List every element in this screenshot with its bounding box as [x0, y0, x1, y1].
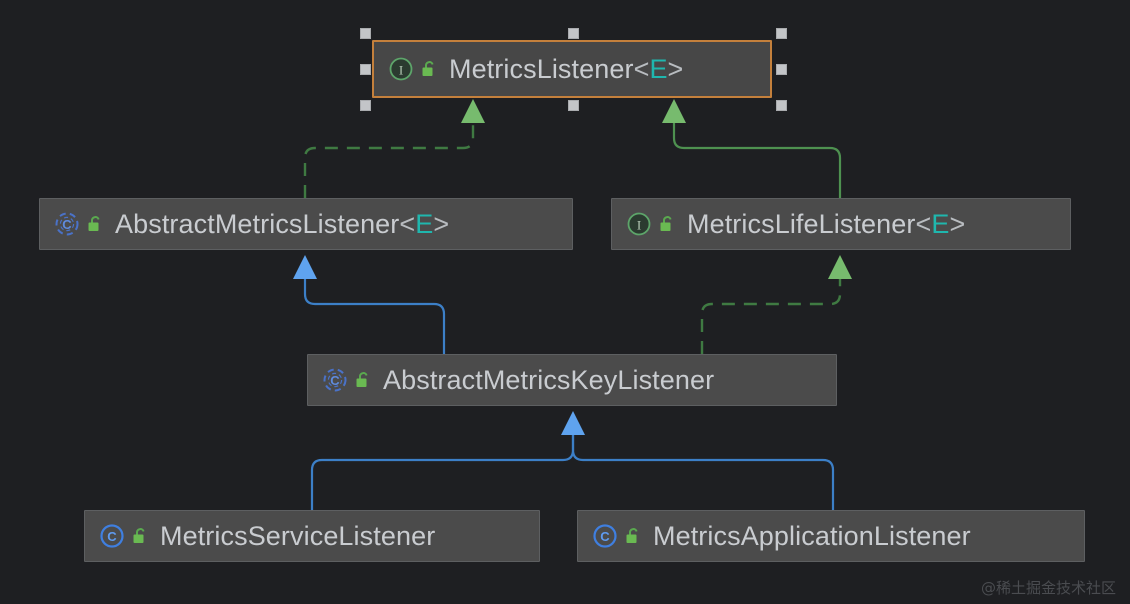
- uml-node-label: AbstractMetricsKeyListener: [383, 364, 715, 395]
- uml-node-abstract-metrics-key-listener[interactable]: C AbstractMetricsKeyListener: [307, 354, 837, 406]
- uml-node-metrics-service-listener[interactable]: C MetricsServiceListener: [84, 510, 540, 562]
- uml-node-abstract-metrics-listener[interactable]: C AbstractMetricsListener<E>: [39, 198, 573, 250]
- uml-node-label: MetricsServiceListener: [160, 520, 436, 551]
- uml-node-label: MetricsLifeListener<E>: [687, 208, 966, 239]
- unlocked-padlock-icon: [86, 214, 103, 234]
- svg-text:I: I: [399, 63, 403, 78]
- interface-icon: I: [626, 211, 652, 237]
- abstract-class-icon: C: [322, 367, 348, 393]
- svg-text:C: C: [600, 529, 610, 544]
- uml-node-label: MetricsApplicationListener: [653, 520, 971, 551]
- edge-realization-abstract-metrics-key-listener: [700, 255, 852, 354]
- svg-text:C: C: [107, 529, 117, 544]
- selection-handle-top-left[interactable]: [360, 28, 371, 39]
- edge-generalization-abstract-metrics-key-listener-blue: [293, 255, 446, 354]
- selection-handle-bottom-right[interactable]: [776, 100, 787, 111]
- class-icon: C: [592, 523, 618, 549]
- watermark: @稀土掘金技术社区: [980, 579, 1116, 597]
- svg-text:I: I: [637, 218, 641, 233]
- selection-handle-middle-right[interactable]: [776, 64, 787, 75]
- edge-realization-abstract-metrics-listener: [303, 99, 485, 198]
- selection-handle-bottom-center[interactable]: [568, 100, 579, 111]
- class-icon: C: [99, 523, 125, 549]
- uml-node-metrics-life-listener[interactable]: I MetricsLifeListener<E>: [611, 198, 1071, 250]
- abstract-class-icon: C: [54, 211, 80, 237]
- unlocked-padlock-icon: [658, 214, 675, 234]
- uml-node-metrics-application-listener[interactable]: C MetricsApplicationListener: [577, 510, 1085, 562]
- edge-generalization-metrics-application-listener: [561, 411, 835, 510]
- selection-handle-bottom-left[interactable]: [360, 100, 371, 111]
- edge-generalization-metrics-service-listener: [310, 430, 575, 510]
- svg-text:C: C: [62, 217, 72, 232]
- interface-icon: I: [388, 56, 414, 82]
- selection-handle-top-right[interactable]: [776, 28, 787, 39]
- selection-handle-top-center[interactable]: [568, 28, 579, 39]
- uml-node-label: MetricsListener<E>: [449, 53, 684, 84]
- unlocked-padlock-icon: [420, 59, 437, 79]
- uml-node-label: AbstractMetricsListener<E>: [115, 208, 450, 239]
- unlocked-padlock-icon: [131, 526, 148, 546]
- unlocked-padlock-icon: [624, 526, 641, 546]
- selection-handle-middle-left[interactable]: [360, 64, 371, 75]
- unlocked-padlock-icon: [354, 370, 371, 390]
- svg-text:C: C: [330, 373, 340, 388]
- edge-generalization-metrics-life-listener: [662, 99, 842, 198]
- uml-node-metrics-listener[interactable]: I MetricsListener<E>: [372, 40, 772, 98]
